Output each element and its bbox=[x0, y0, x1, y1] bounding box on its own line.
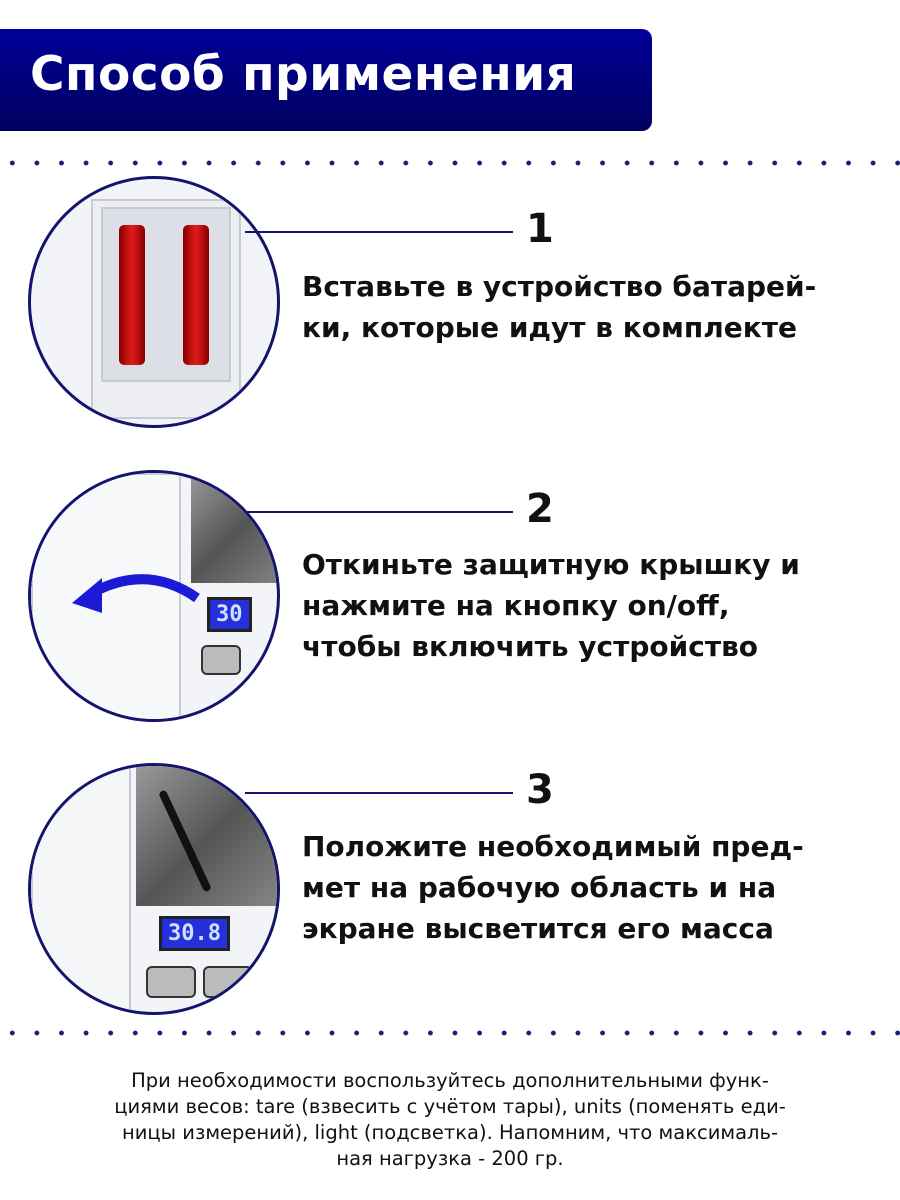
page-title: Способ применения bbox=[30, 47, 577, 102]
title-banner: Способ применения bbox=[0, 29, 652, 131]
weighing-image: 30.8 bbox=[28, 763, 280, 1015]
text-line: мет на рабочую область и на bbox=[302, 871, 777, 904]
text-line: ницы измерений), light (подсветка). Напо… bbox=[121, 1121, 779, 1144]
text-line: чтобы включить устройство bbox=[302, 630, 759, 663]
battery-icon bbox=[183, 225, 209, 365]
connector-line bbox=[245, 511, 513, 513]
text-line: ки, которые идут в комплекте bbox=[302, 311, 797, 344]
step-3-text: Положите необходимый пред- мет на рабочу… bbox=[302, 826, 804, 949]
text-line: При необходимости воспользуйтесь дополни… bbox=[131, 1069, 769, 1092]
text-line: циями весов: tare (взвесить с учётом тар… bbox=[114, 1095, 786, 1118]
step-number: 2 bbox=[526, 486, 554, 532]
dotted-divider bbox=[0, 1030, 900, 1036]
connector-line bbox=[245, 231, 513, 233]
arrow-left-icon bbox=[72, 574, 200, 613]
text-line: Откиньте защитную крышку и bbox=[302, 548, 800, 581]
battery-icon bbox=[119, 225, 145, 365]
lcd-display: 30.8 bbox=[159, 916, 230, 951]
footer-note: При необходимости воспользуйтесь дополни… bbox=[0, 1068, 900, 1172]
text-line: Положите необходимый пред- bbox=[302, 830, 804, 863]
text-line: Вставьте в устройство батарей- bbox=[302, 270, 817, 303]
step-1-text: Вставьте в устройство батарей- ки, котор… bbox=[302, 266, 816, 348]
dotted-divider bbox=[0, 160, 900, 166]
connector-line bbox=[245, 792, 513, 794]
batteries-image bbox=[28, 176, 280, 428]
step-number: 1 bbox=[526, 206, 554, 252]
text-line: экране высветится его масса bbox=[302, 912, 774, 945]
lcd-display: 30 bbox=[207, 597, 252, 632]
text-line: нажмите на кнопку on/off, bbox=[302, 589, 730, 622]
step-number: 3 bbox=[526, 767, 554, 813]
step-2-text: Откиньте защитную крышку и нажмите на кн… bbox=[302, 544, 800, 667]
open-lid-image: 30 bbox=[28, 470, 280, 722]
text-line: ная нагрузка - 200 гр. bbox=[336, 1147, 564, 1170]
